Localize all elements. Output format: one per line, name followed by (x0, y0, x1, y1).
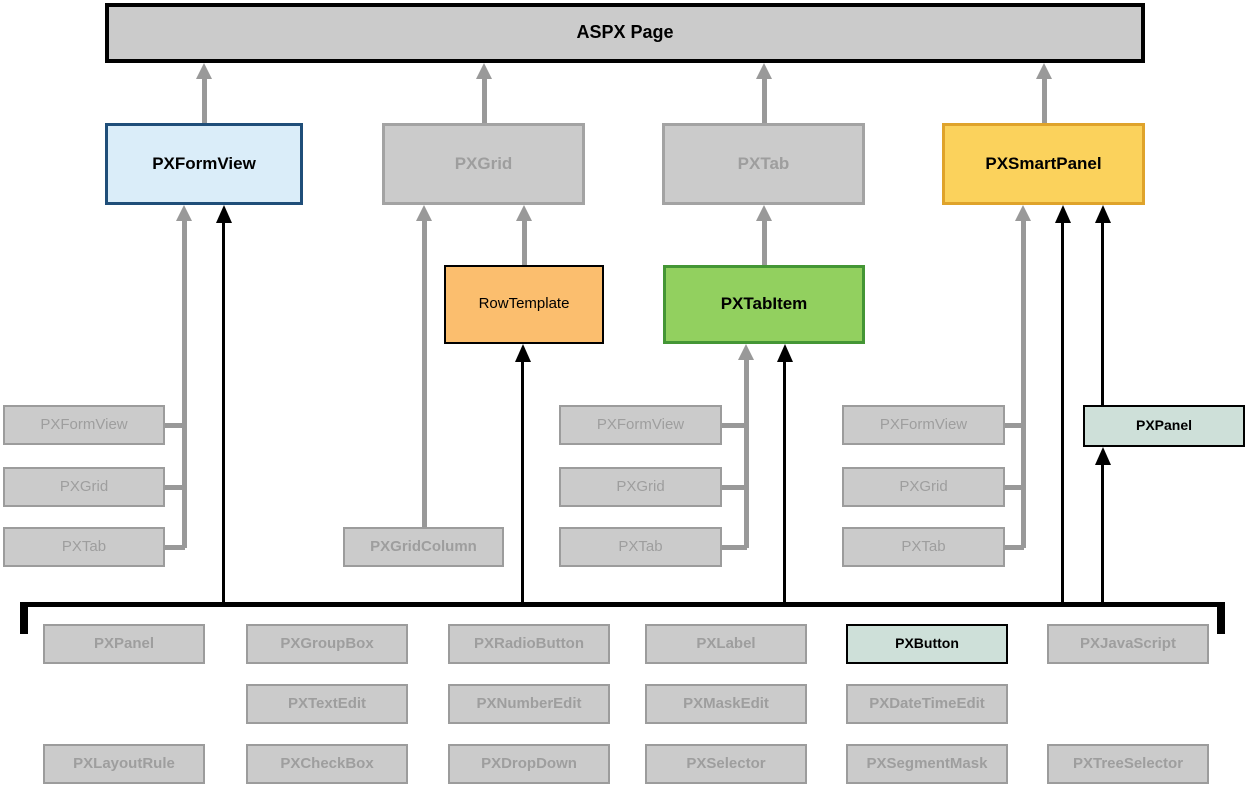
arrowhead-pxgrid-to-aspx (476, 63, 492, 79)
node-pxtabitem: PXTabItem (663, 265, 865, 344)
arrowhead-pxgridcolumn-to-pxgrid (416, 205, 432, 221)
edge-pxgridcolumn-to-pxgrid (422, 221, 427, 527)
bracket-left-end (20, 602, 28, 634)
arrowhead-bracket-to-pxformview (216, 205, 232, 223)
edge-midgroup-trunk (744, 360, 749, 548)
arrowhead-pxsmartpanel-to-aspx (1036, 63, 1052, 79)
edge-rightgroup-trunk (1021, 221, 1026, 548)
node-ctl-pxbutton: PXButton (846, 624, 1008, 664)
arrowhead-pxtabitem-to-pxtab (756, 205, 772, 221)
edge-pxformview-to-aspx (202, 79, 207, 123)
node-ctl-pxmaskedit: PXMaskEdit (645, 684, 807, 724)
node-ctl-pxdatetimeedit: PXDateTimeEdit (846, 684, 1008, 724)
node-aspx-page: ASPX Page (105, 3, 1145, 63)
stub-mid-pxformview (722, 423, 747, 428)
bracket-bar (20, 602, 1225, 607)
node-mid-pxgrid: PXGrid (559, 467, 722, 507)
stub-right-pxformview (1005, 423, 1024, 428)
arrowhead-bracket-to-pxtabitem (777, 344, 793, 362)
edge-bracket-to-pxpanel (1101, 465, 1104, 604)
stub-mid-pxgrid (722, 485, 747, 490)
node-pxgrid: PXGrid (382, 123, 585, 205)
stub-left-pxtab (165, 545, 185, 550)
node-pxgridcolumn: PXGridColumn (343, 527, 504, 567)
node-pxformview: PXFormView (105, 123, 303, 205)
bracket-right-end (1217, 602, 1225, 634)
edge-pxpanel-to-pxsmartpanel (1101, 223, 1104, 405)
node-pxpanel-child: PXPanel (1083, 405, 1245, 447)
node-ctl-pxdropdown: PXDropDown (448, 744, 610, 784)
arrowhead-rightgroup-to-pxsmartpanel (1015, 205, 1031, 221)
arrowhead-pxformview-to-aspx (196, 63, 212, 79)
node-pxsmartpanel: PXSmartPanel (942, 123, 1145, 205)
node-ctl-pxtreeselector: PXTreeSelector (1047, 744, 1209, 784)
edge-pxtab-to-aspx (762, 79, 767, 123)
arrowhead-bracket-to-pxsmartpanel (1055, 205, 1071, 223)
arrowhead-bracket-to-rowtemplate (515, 344, 531, 362)
arrowhead-leftgroup-to-pxformview (176, 205, 192, 221)
node-left-pxformview: PXFormView (3, 405, 165, 445)
edge-bracket-to-pxtabitem (783, 362, 786, 604)
stub-left-pxformview (165, 423, 185, 428)
stub-mid-pxtab (722, 545, 747, 550)
node-ctl-pxlabel: PXLabel (645, 624, 807, 664)
edge-bracket-to-pxformview (222, 223, 225, 604)
edge-bracket-to-rowtemplate (521, 362, 524, 604)
node-right-pxtab: PXTab (842, 527, 1005, 567)
node-pxtab: PXTab (662, 123, 865, 205)
arrowhead-bracket-to-pxpanel (1095, 447, 1111, 465)
edge-rowtemplate-to-pxgrid (522, 221, 527, 265)
node-ctl-pxselector: PXSelector (645, 744, 807, 784)
node-ctl-pxradiobutton: PXRadioButton (448, 624, 610, 664)
node-ctl-pxlayoutrule: PXLayoutRule (43, 744, 205, 784)
edge-leftgroup-trunk (182, 221, 187, 548)
arrowhead-rowtemplate-to-pxgrid (516, 205, 532, 221)
edge-pxtabitem-to-pxtab (762, 221, 767, 265)
node-ctl-pxcheckbox: PXCheckBox (246, 744, 408, 784)
edge-pxgrid-to-aspx (482, 79, 487, 123)
node-ctl-pxjavascript: PXJavaScript (1047, 624, 1209, 664)
edge-bracket-to-pxsmartpanel (1061, 223, 1064, 604)
edge-pxsmartpanel-to-aspx (1042, 79, 1047, 123)
node-ctl-pxnumberedit: PXNumberEdit (448, 684, 610, 724)
node-left-pxgrid: PXGrid (3, 467, 165, 507)
arrowhead-pxtab-to-aspx (756, 63, 772, 79)
arrowhead-midgroup-to-pxtabitem (738, 344, 754, 360)
node-ctl-pxtextedit: PXTextEdit (246, 684, 408, 724)
node-rowtemplate: RowTemplate (444, 265, 604, 344)
node-right-pxgrid: PXGrid (842, 467, 1005, 507)
node-mid-pxformview: PXFormView (559, 405, 722, 445)
node-ctl-pxgroupbox: PXGroupBox (246, 624, 408, 664)
arrowhead-pxpanel-to-pxsmartpanel (1095, 205, 1111, 223)
node-left-pxtab: PXTab (3, 527, 165, 567)
node-mid-pxtab: PXTab (559, 527, 722, 567)
stub-left-pxgrid (165, 485, 185, 490)
stub-right-pxtab (1005, 545, 1024, 550)
node-ctl-pxsegmentmask: PXSegmentMask (846, 744, 1008, 784)
node-right-pxformview: PXFormView (842, 405, 1005, 445)
node-ctl-pxpanel: PXPanel (43, 624, 205, 664)
stub-right-pxgrid (1005, 485, 1024, 490)
